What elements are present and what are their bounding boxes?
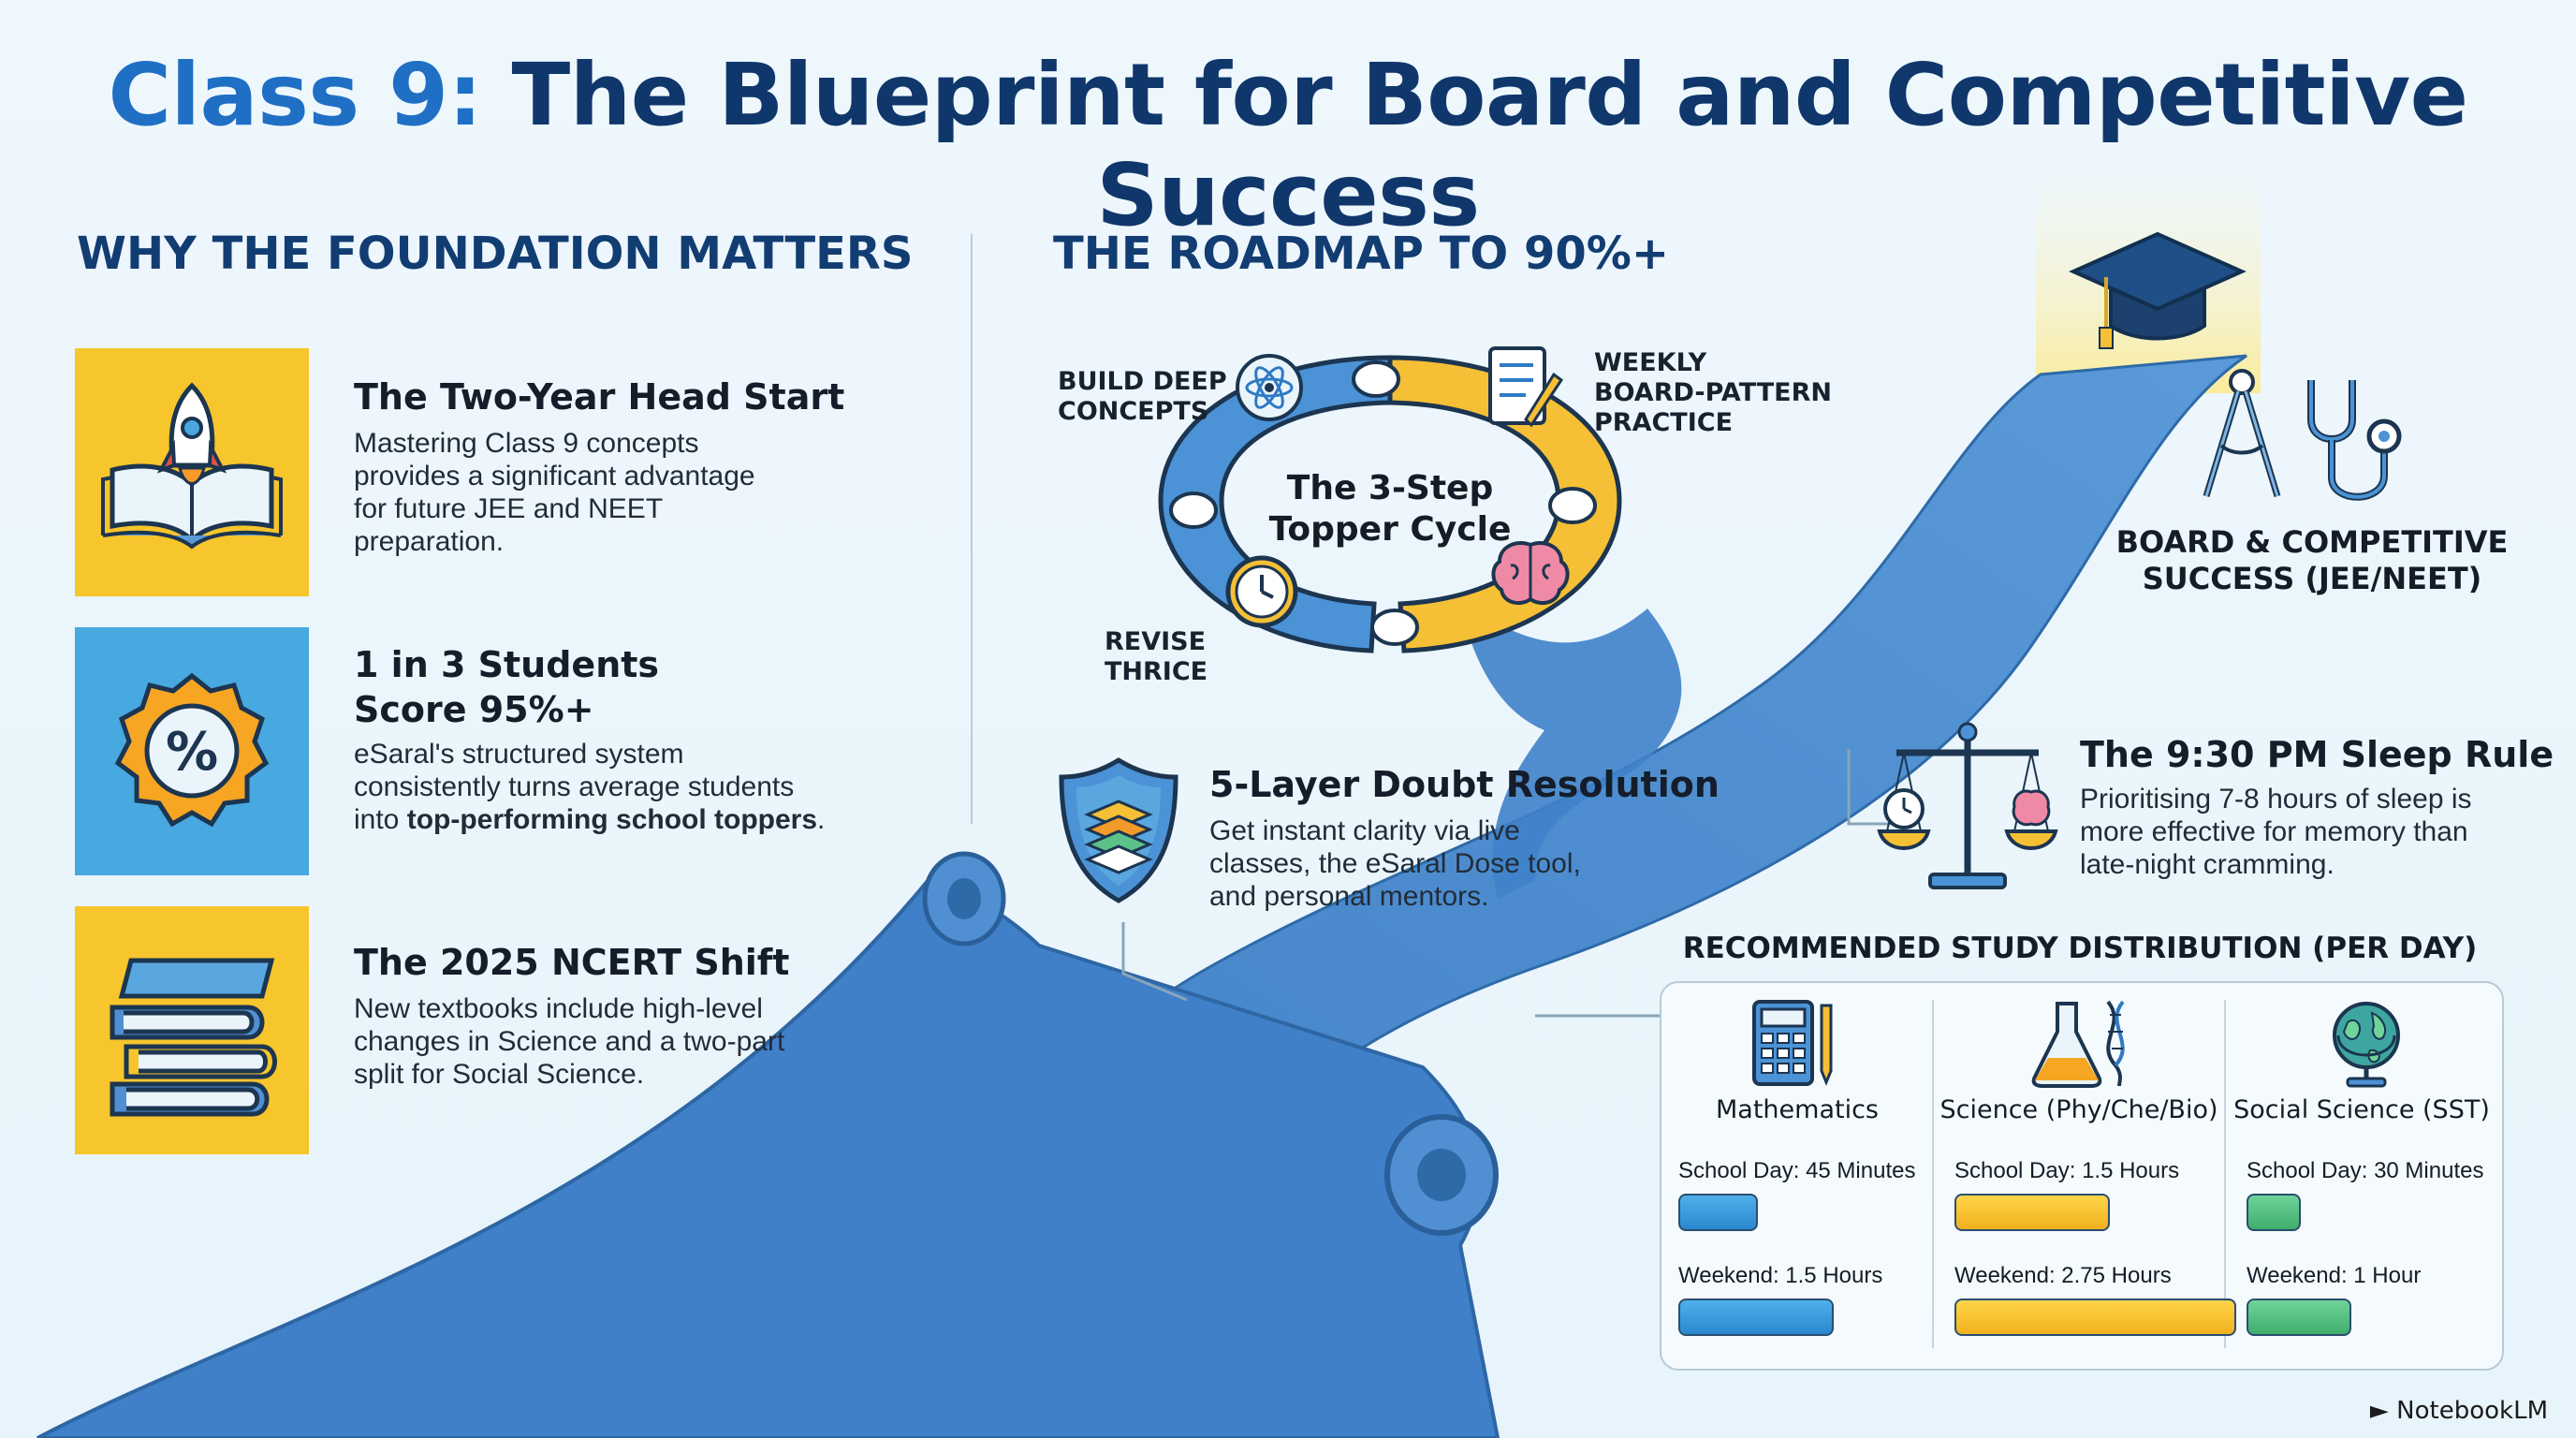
brain-icon: [1491, 541, 1570, 606]
sst-weekend-bar: [2247, 1299, 2351, 1336]
ncert-shift-desc: New textbooks include high-level changes…: [354, 993, 785, 1090]
calculator-icon: [1752, 1000, 1833, 1086]
column-separator: [2224, 1000, 2226, 1348]
study-heading: RECOMMENDED STUDY DISTRIBUTION (PER DAY): [1682, 932, 2478, 965]
roadmap-heading: THE ROADMAP TO 90%+: [1053, 227, 1670, 280]
students-score-desc: eSaral's structured system consistently …: [354, 739, 826, 835]
balance-scale-icon: [1877, 722, 2058, 889]
shield-layers-icon: [1059, 757, 1178, 903]
compass-icon: [2203, 369, 2281, 498]
sleep-rule-desc: Prioritising 7-8 hours of sleep is more …: [2080, 784, 2472, 880]
subject-science: Science (Phy/Che/Bio): [1939, 1095, 2218, 1124]
page-title: Class 9: The Blueprint for Board and Com…: [0, 45, 2576, 245]
graduation-cap-icon: [2069, 231, 2247, 349]
checklist-pencil-icon: [1488, 346, 1564, 428]
science-school-bar: [1954, 1194, 2110, 1231]
science-weekend-bar: [1954, 1299, 2236, 1336]
sst-weekend-label: Weekend: 1 Hour: [2247, 1263, 2422, 1288]
ncert-shift-title: The 2025 NCERT Shift: [354, 942, 790, 983]
title-accent: Class 9:: [108, 45, 482, 145]
science-school-label: School Day: 1.5 Hours: [1954, 1158, 2180, 1183]
head-start-desc: Mastering Class 9 concepts provides a si…: [354, 428, 755, 557]
science-weekend-label: Weekend: 2.75 Hours: [1954, 1263, 2172, 1288]
book-stack-icon: [75, 906, 309, 1154]
doubt-resolution-desc: Get instant clarity via live classes, th…: [1209, 815, 1581, 912]
math-school-label: School Day: 45 Minutes: [1678, 1158, 1916, 1183]
subject-social-science: Social Science (SST): [2233, 1095, 2490, 1124]
globe-icon: [2333, 1002, 2400, 1088]
stethoscope-icon: [2307, 380, 2402, 501]
column-separator: [1932, 1000, 1934, 1348]
column-divider: [971, 234, 973, 824]
math-weekend-label: Weekend: 1.5 Hours: [1678, 1263, 1883, 1288]
brand-label: ► NotebookLM: [2369, 1397, 2548, 1425]
math-weekend-bar: [1678, 1299, 1834, 1336]
clock-icon: [1225, 555, 1298, 628]
doubt-resolution-title: 5-Layer Doubt Resolution: [1209, 764, 1720, 805]
notebook-icon: ►: [2369, 1397, 2397, 1425]
sleep-rule-title: The 9:30 PM Sleep Rule: [2080, 734, 2554, 775]
sst-school-label: School Day: 30 Minutes: [2247, 1158, 2484, 1183]
flask-dna-icon: [2031, 1000, 2125, 1088]
rocket-book-icon: [75, 348, 309, 596]
subject-mathematics: Mathematics: [1716, 1095, 1879, 1124]
percent-badge-icon: %: [75, 627, 309, 875]
title-main: The Blueprint for Board and Competitive …: [511, 45, 2469, 245]
sst-school-bar: [2247, 1194, 2301, 1231]
foundation-heading: WHY THE FOUNDATION MATTERS: [77, 227, 914, 280]
cycle-center-label: The 3-Step Topper Cycle: [1268, 469, 1512, 549]
atom-icon: [1236, 354, 1303, 421]
svg-text:%: %: [166, 722, 218, 783]
head-start-title: The Two-Year Head Start: [354, 376, 845, 418]
students-score-title: 1 in 3 Students Score 95%+: [354, 644, 660, 730]
math-school-bar: [1678, 1194, 1758, 1231]
